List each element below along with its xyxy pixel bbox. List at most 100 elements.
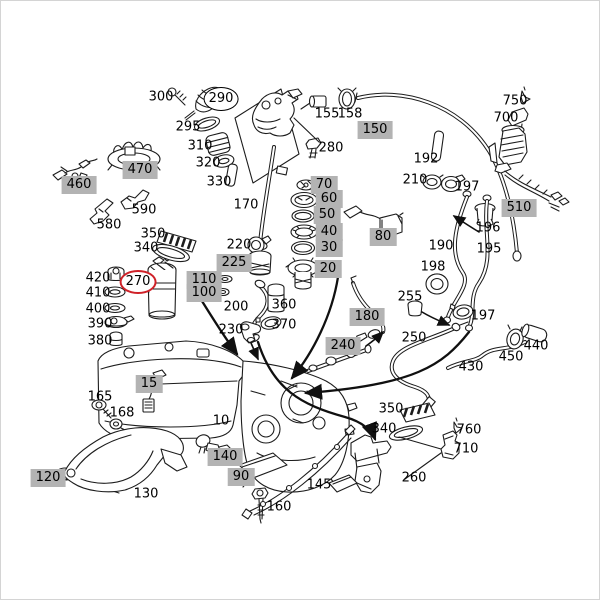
clamp-197-upper [440,174,466,193]
part-label-240: 240 [325,337,361,355]
nipple-255 [407,300,423,317]
filter-cup-225 [248,250,272,276]
part-label-350: 350 [378,401,404,417]
part-label-760: 760 [456,422,482,438]
part-label-470: 470 [122,161,158,179]
part-label-140: 140 [207,448,243,466]
part-label-380: 380 [87,333,113,349]
filler-neck-assembly [251,88,311,137]
vent-hose-150 [354,92,522,262]
part-label-255: 255 [397,289,423,305]
grommet-320 [213,154,235,168]
part-label-320: 320 [195,155,221,171]
part-label-450: 450 [498,349,524,365]
part-label-330: 330 [206,174,232,190]
clamp-210 [420,174,444,190]
washer-400 [104,302,126,314]
sleeve-360 [267,283,285,313]
part-label-350: 350 [140,226,166,242]
part-label-160: 160 [266,499,292,515]
part-label-295: 295 [175,119,201,135]
part-label-290: 290 [203,87,239,111]
clamp-450 [506,324,524,350]
part-label-195: 195 [476,241,502,257]
part-label-170: 170 [233,197,259,213]
part-label-750: 750 [502,93,528,109]
part-label-590: 590 [131,202,157,218]
screw-280 [293,117,322,159]
sleeve-330 [225,163,238,187]
part-label-197: 197 [470,308,496,324]
part-label-168: 168 [109,405,135,421]
part-label-145: 145 [306,477,332,493]
filter-350-bottom [399,402,436,423]
part-label-510: 510 [501,199,537,217]
part-label-192: 192 [413,151,439,167]
part-label-340: 340 [371,421,397,437]
ring-60 [290,191,318,209]
part-label-460: 460 [61,176,97,194]
clamp-158 [337,87,357,110]
detail-region-frame [234,88,300,184]
part-label-260: 260 [401,470,427,486]
strap-145 [241,424,356,520]
part-label-390: 390 [87,316,113,332]
gasket-340-bottom [388,425,424,441]
part-label-230: 230 [218,322,244,338]
part-label-130: 130 [133,486,159,502]
part-label-150: 150 [357,121,393,139]
part-label-270: 270 [119,270,157,294]
part-label-225: 225 [216,254,252,272]
part-label-90: 90 [227,468,255,486]
sensor-15 [142,369,167,413]
clamp-370 [255,316,282,330]
part-label-210: 210 [402,172,428,188]
screw-165 [91,399,112,419]
part-label-100: 100 [186,284,222,302]
part-label-280: 280 [318,140,344,156]
part-label-198: 198 [420,259,446,275]
bracket-590 [120,189,150,210]
part-label-340: 340 [133,240,159,256]
grommet-198 [425,273,449,295]
screw-300 [167,87,187,106]
part-label-158: 158 [337,106,363,122]
tube-440 [521,323,548,343]
part-label-440: 440 [523,338,549,354]
bracket-710 [398,430,460,480]
hose-192 [430,130,445,162]
sensor-80 [343,205,404,238]
heat-shield-130 [63,427,188,493]
part-label-300: 300 [148,89,174,105]
bracket-580 [89,198,114,225]
part-label-180: 180 [349,308,385,326]
part-label-15: 15 [135,375,163,393]
locking-ring-20 [285,257,321,290]
part-label-220: 220 [226,237,252,253]
ring-30 [290,240,316,256]
part-label-430: 430 [458,359,484,375]
part-label-250: 250 [401,330,427,346]
part-label-370: 370 [271,317,297,333]
bellows-310 [205,132,231,156]
part-label-30: 30 [315,239,343,257]
part-label-197: 197 [454,179,480,195]
clip-750 [520,86,531,104]
part-label-10: 10 [212,413,230,429]
part-label-710: 710 [453,441,479,457]
part-label-120: 120 [30,469,66,487]
filter-350-top [156,230,197,253]
part-label-50: 50 [313,206,341,224]
part-label-310: 310 [187,138,213,154]
clamp-197-lower [449,303,474,320]
clip-760 [453,417,463,434]
part-label-80: 80 [369,228,397,246]
part-label-40: 40 [315,223,343,241]
pump-unit-510 [488,124,570,212]
washer-410 [104,286,126,298]
part-label-20: 20 [314,260,342,278]
bushing-380 [109,331,123,347]
